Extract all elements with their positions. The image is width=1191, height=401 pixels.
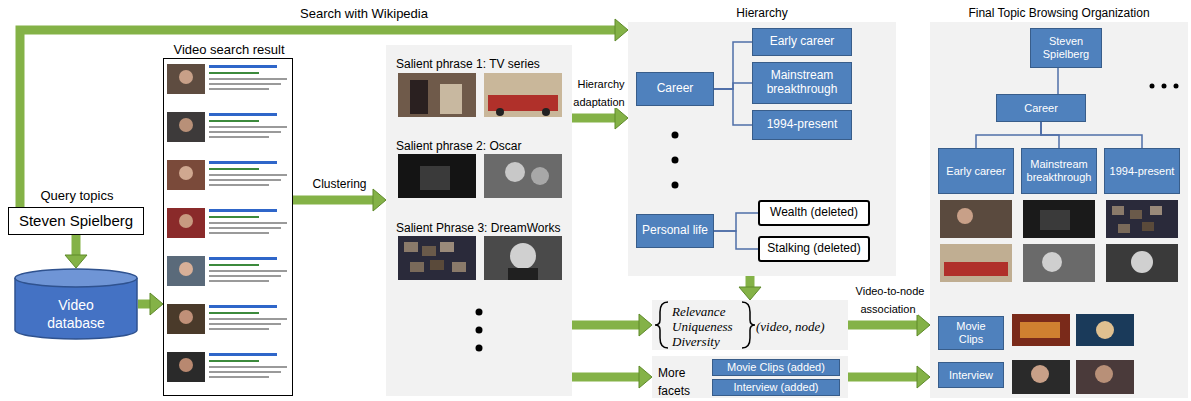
facet-box: Movie Clips (added) — [712, 359, 840, 376]
formula-term: Diversity — [672, 334, 720, 349]
flow-arrow — [20, 19, 628, 207]
formula-term: Uniqueness — [672, 319, 733, 334]
box-label: Stalking (deleted) — [767, 242, 860, 256]
topic-box: Career — [996, 94, 1086, 122]
topic-box: 1994-present — [752, 110, 852, 140]
query-heading: Query topics — [41, 188, 114, 203]
tree-line — [714, 231, 758, 249]
flow-arrow — [572, 366, 652, 388]
edge-label: Clustering — [310, 177, 368, 191]
edge-label: Search with Wikipedia — [298, 6, 430, 21]
phrase-label: Salient phrase 2: Oscar — [396, 139, 521, 153]
tree-line — [1058, 68, 1059, 94]
box-label: Wealth (deleted) — [770, 206, 858, 220]
box-label: Mainstream breakthrough — [1026, 158, 1092, 183]
hierarchy-panel: HierarchyCareerEarly careerMainstream br… — [628, 22, 896, 276]
box-label: Steven Spielberg — [19, 212, 133, 229]
tree-line — [714, 89, 752, 125]
formula-term: Relevance — [672, 304, 725, 319]
phrase-label: Salient phrase 1: TV series — [396, 57, 540, 71]
topic-box: Steven Spielberg — [1030, 28, 1102, 68]
box-label: Movie Clips (added) — [727, 361, 825, 374]
box-label: Mainstream breakthrough — [757, 69, 847, 97]
box-label: 1994-present — [767, 118, 838, 132]
tree-line — [976, 122, 1041, 148]
flow-arrow — [572, 314, 652, 336]
ellipsis-dots — [672, 84, 1179, 189]
query-box: Query topicsSteven Spielberg — [8, 207, 144, 235]
formula-arguments: (video, node) — [756, 319, 825, 334]
flow-arrow — [848, 366, 930, 388]
flow-arrow — [293, 189, 386, 211]
edge-label: Video-to-node association — [854, 285, 925, 315]
box-label: Interview (added) — [734, 381, 819, 394]
panel-heading: Video search result — [173, 42, 284, 57]
deleted-box: Stalking (deleted) — [758, 236, 870, 262]
box-label: Video database — [47, 297, 105, 331]
topic-box: Early career — [752, 28, 852, 56]
deleted-box: Wealth (deleted) — [758, 200, 870, 226]
panel-heading: Hierarchy — [736, 6, 787, 20]
box-label: Personal life — [642, 224, 708, 238]
flow-arrow — [65, 235, 87, 268]
topic-box: Career — [636, 72, 714, 106]
facet-box: Interview (added) — [712, 379, 840, 396]
flow-arrow — [138, 293, 163, 315]
phrase-label: Salient Phrase 3: DreamWorks — [396, 221, 561, 235]
box-label: Movie Clips — [943, 320, 999, 345]
box-label: 1994-present — [1110, 165, 1175, 178]
flow-arrow — [572, 107, 628, 129]
formula-braces — [655, 302, 755, 348]
tree-line — [714, 213, 758, 231]
topic-box: 1994-present — [1104, 148, 1180, 194]
search-result-rows — [167, 64, 287, 382]
panel-heading: More facets — [658, 366, 690, 398]
tree-line — [1041, 122, 1142, 148]
topic-box: Early career — [938, 148, 1014, 194]
panel-heading: Final Topic Browsing Organization — [968, 6, 1149, 20]
final-thumbnails — [940, 200, 1178, 394]
topic-box: Mainstream breakthrough — [1021, 148, 1097, 194]
box-label: Interview — [949, 369, 993, 382]
topic-box: Mainstream breakthrough — [752, 62, 852, 104]
phrase-thumbnails — [398, 73, 562, 352]
database-cylinder: Video database — [14, 268, 138, 340]
box-label: Career — [1024, 102, 1058, 115]
box-label: Early career — [770, 35, 835, 49]
facets-panel: More facets Movie Clips (added) Interview … — [652, 356, 848, 398]
tree-line — [714, 83, 752, 89]
tree-line — [714, 42, 752, 89]
edge-label: Hierarchy adaptation — [573, 78, 626, 108]
box-label: Early career — [946, 165, 1005, 178]
box-label: Career — [657, 82, 694, 96]
box-label: Steven Spielberg — [1035, 35, 1097, 60]
facet-box: Interview — [938, 362, 1004, 388]
facet-box: Movie Clips — [938, 316, 1004, 350]
flow-arrow — [848, 314, 930, 336]
topic-box: Personal life — [636, 214, 714, 248]
flow-arrow — [739, 276, 761, 300]
